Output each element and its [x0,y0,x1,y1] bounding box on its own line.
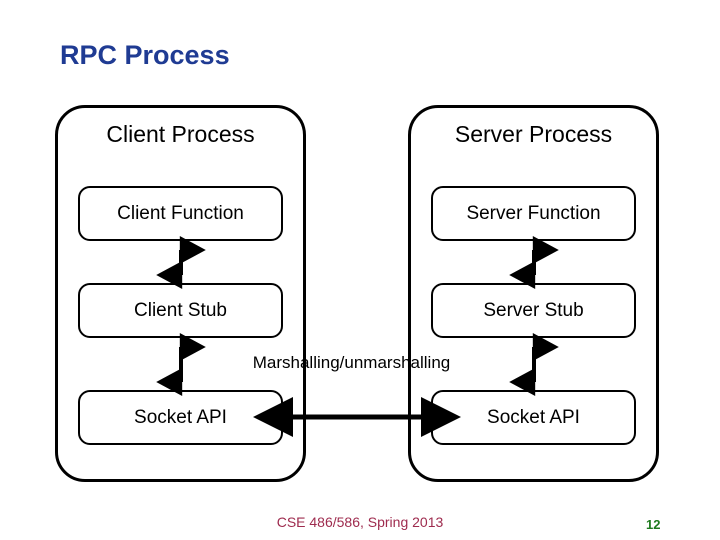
server-process-title: Server Process [454,121,613,147]
client-stub-box: Client Stub [78,283,283,338]
marshalling-label: Marshalling/unmarshalling [252,353,451,372]
page-title: RPC Process [60,40,230,70]
client-function-box: Client Function [78,186,283,241]
client-process-title: Client Process [106,121,255,147]
client-socket-api-box: Socket API [78,390,283,445]
footer-page-number: 12 [646,517,661,532]
server-stub-box: Server Stub [431,283,636,338]
server-function-box: Server Function [431,186,636,241]
server-socket-api-box: Socket API [431,390,636,445]
footer-course-label: CSE 486/586, Spring 2013 [276,514,444,530]
client-process-container [55,105,306,482]
server-process-container [408,105,659,482]
